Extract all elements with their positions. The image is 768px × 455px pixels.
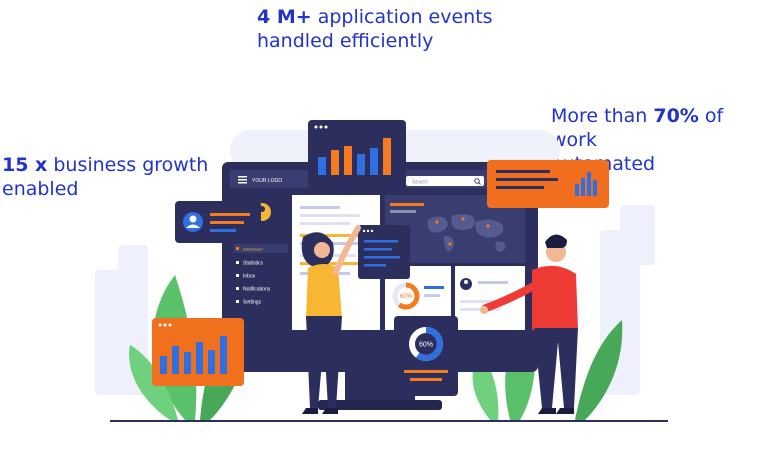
person-woman	[301, 225, 361, 414]
donut-card-label: 60%	[419, 342, 433, 349]
monitor-header: YOUR LOGO Search	[238, 176, 484, 186]
card-orange-right	[487, 160, 609, 208]
world-map-icon	[427, 214, 506, 252]
sidebar-item-dashboard[interactable]: Dashboard	[243, 247, 263, 252]
sidebar-item-inbox[interactable]: Inbox	[243, 274, 256, 280]
stat-business-growth: 15 x business growth enabled	[2, 153, 208, 201]
sidebar-item-statistics[interactable]: Statistics	[243, 261, 264, 267]
stat-events-text: application events	[311, 6, 493, 28]
card-bar-chart-bottom-left	[152, 318, 244, 386]
stat-application-events: 4 M+ application events handled efficien…	[257, 5, 493, 53]
stat-growth-text-2: enabled	[2, 178, 79, 200]
sidebar-item-notifications[interactable]: Notifications	[243, 287, 271, 293]
menu-icon[interactable]	[238, 176, 247, 184]
card-bar-chart-top	[308, 120, 406, 190]
card-list-center	[358, 225, 410, 279]
stat-events-text-2: handled efficiently	[257, 30, 434, 52]
stat-automated-value: 70%	[653, 105, 699, 127]
card-donut-bottom: 60%	[394, 316, 458, 396]
search-placeholder: Search	[412, 180, 428, 186]
stat-automated-post: of work	[551, 105, 724, 151]
person-man	[480, 234, 578, 414]
logo-text: YOUR LOGO	[252, 178, 282, 184]
stat-automated-pre: More than	[551, 105, 654, 127]
stat-growth-value: 15 x	[2, 154, 48, 176]
search-icon[interactable]	[474, 178, 481, 185]
stat-events-value: 4 M+	[257, 6, 312, 28]
donut-small-label: 60%	[400, 294, 413, 300]
stat-growth-text: business growth	[47, 154, 209, 176]
search-input[interactable]	[406, 176, 484, 186]
card-user-left	[175, 201, 261, 243]
sidebar-item-settings[interactable]: Settings	[243, 300, 262, 306]
